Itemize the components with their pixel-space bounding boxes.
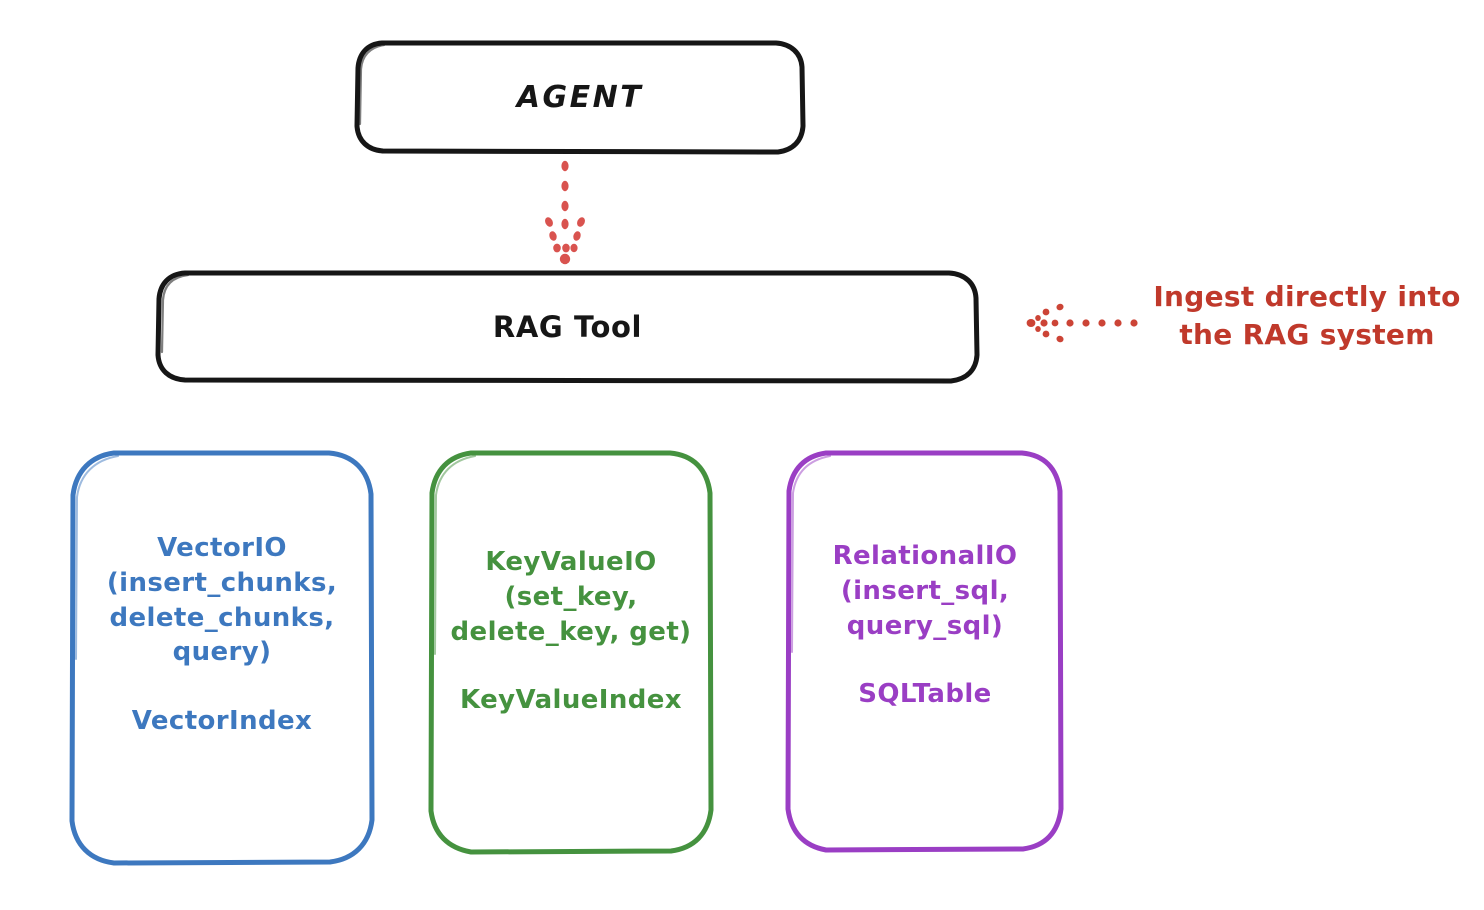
ingest-pointer-arrow — [1026, 303, 1138, 343]
agent-node[interactable]: AGENT — [354, 40, 806, 155]
relational-io-api-label: RelationalIO (insert_sql, query_sql) — [832, 540, 1018, 641]
relational-io-node-outline — [785, 450, 1064, 853]
key-value-io-index-label: KeyValueIndex — [460, 685, 682, 716]
vector-io-index-label: VectorIndex — [131, 706, 313, 737]
rag-tool-node-label: RAG Tool — [492, 309, 643, 344]
agent-node-label: AGENT — [516, 79, 644, 115]
key-value-io-api-label: KeyValueIO (set_key, delete_key, get) — [450, 546, 692, 647]
vector-io-node[interactable]: VectorIO (insert_chunks, delete_chunks, … — [68, 449, 376, 867]
vector-io-api-label: VectorIO (insert_chunks, delete_chunks, … — [106, 532, 338, 668]
key-value-io-node-outline — [428, 450, 714, 855]
key-value-io-node[interactable]: KeyValueIO (set_key, delete_key, get) Ke… — [427, 449, 715, 856]
agent-to-rag-tool-arrow — [545, 160, 585, 265]
relational-io-index-label: SQLTable — [858, 679, 992, 710]
rag-tool-node[interactable]: RAG Tool — [155, 270, 980, 384]
relational-io-node[interactable]: RelationalIO (insert_sql, query_sql) SQL… — [784, 449, 1066, 854]
ingest-annotation-text: Ingest directly into the RAG system — [1153, 280, 1461, 352]
